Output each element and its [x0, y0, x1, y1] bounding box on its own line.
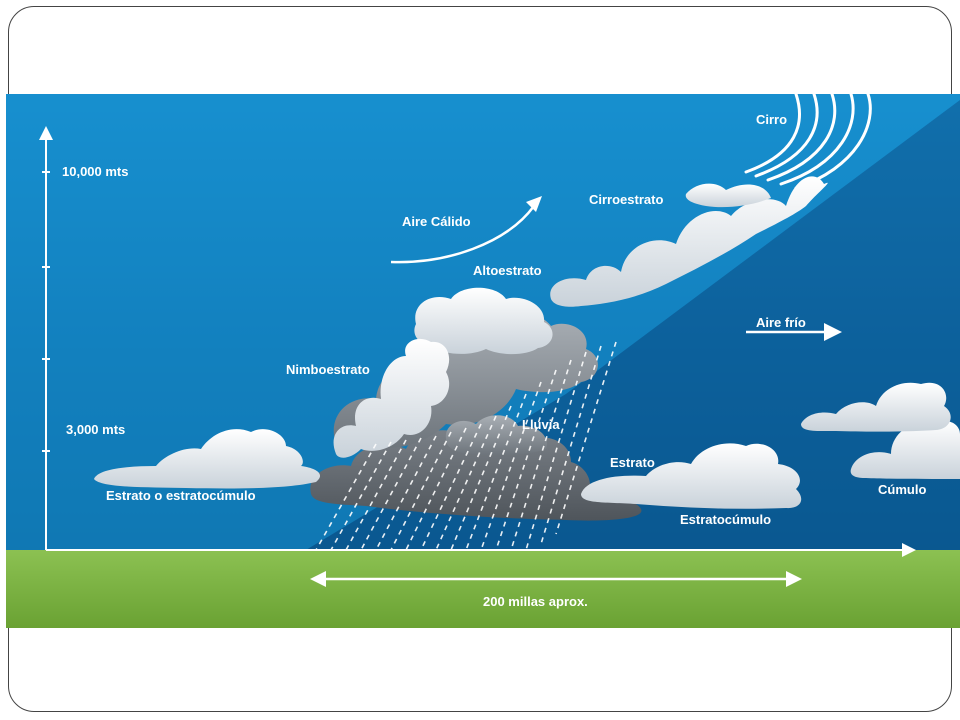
label-nimboestrato: Nimboestrato: [286, 362, 370, 377]
cirrostratus-top-cloud: [685, 183, 771, 208]
label-estrato-o-estratocumulo: Estrato o estratocúmulo: [106, 488, 256, 503]
ground: [6, 550, 960, 628]
stratocumulus-cloud: [581, 443, 802, 509]
warm-air-arrow: [390, 205, 536, 264]
altitude-axis: [42, 134, 911, 551]
label-aire-frio: Aire frío: [756, 315, 806, 330]
label-cirro: Cirro: [756, 112, 787, 127]
label-estrato: Estrato: [610, 455, 655, 470]
cumulus-cloud: [850, 421, 960, 479]
label-aire-calido: Aire Cálido: [402, 214, 471, 229]
warm-air-arrowhead: [526, 196, 542, 212]
label-lluvia: Lluvia: [522, 417, 560, 432]
altitude-axis-arrowhead: [39, 126, 53, 140]
label-cirroestrato: Cirroestrato: [589, 192, 663, 207]
rain-lines: [315, 341, 617, 551]
cold-air-arrowhead: [824, 323, 842, 341]
stratus-or-stratocumulus-cloud: [94, 429, 321, 489]
distance-arrowhead-left: [310, 571, 326, 587]
distance-label: 200 millas aprox.: [483, 594, 588, 609]
ground-axis-arrowhead: [902, 543, 916, 557]
axis-tick-3000: 3,000 mts: [66, 422, 125, 437]
label-altoestrato: Altoestrato: [473, 263, 542, 278]
axis-tick-10000: 10,000 mts: [62, 164, 129, 179]
nimbostratus-dark-cloud: [310, 427, 642, 521]
cold-air-mass: [306, 100, 960, 550]
nimbostratus-top-cloud: [414, 287, 553, 355]
warm-front-diagram: Cirro Cirroestrato Aire Cálido Altoestra…: [6, 94, 960, 628]
label-cumulo: Cúmulo: [878, 482, 926, 497]
label-estratocumulo: Estratocúmulo: [680, 512, 771, 527]
nimbostratus-tower: [333, 338, 450, 458]
cumulus-cloud-upper: [801, 382, 951, 432]
cirrostratus-altostratus-cloud: [550, 176, 828, 307]
distance-arrowhead-right: [786, 571, 802, 587]
